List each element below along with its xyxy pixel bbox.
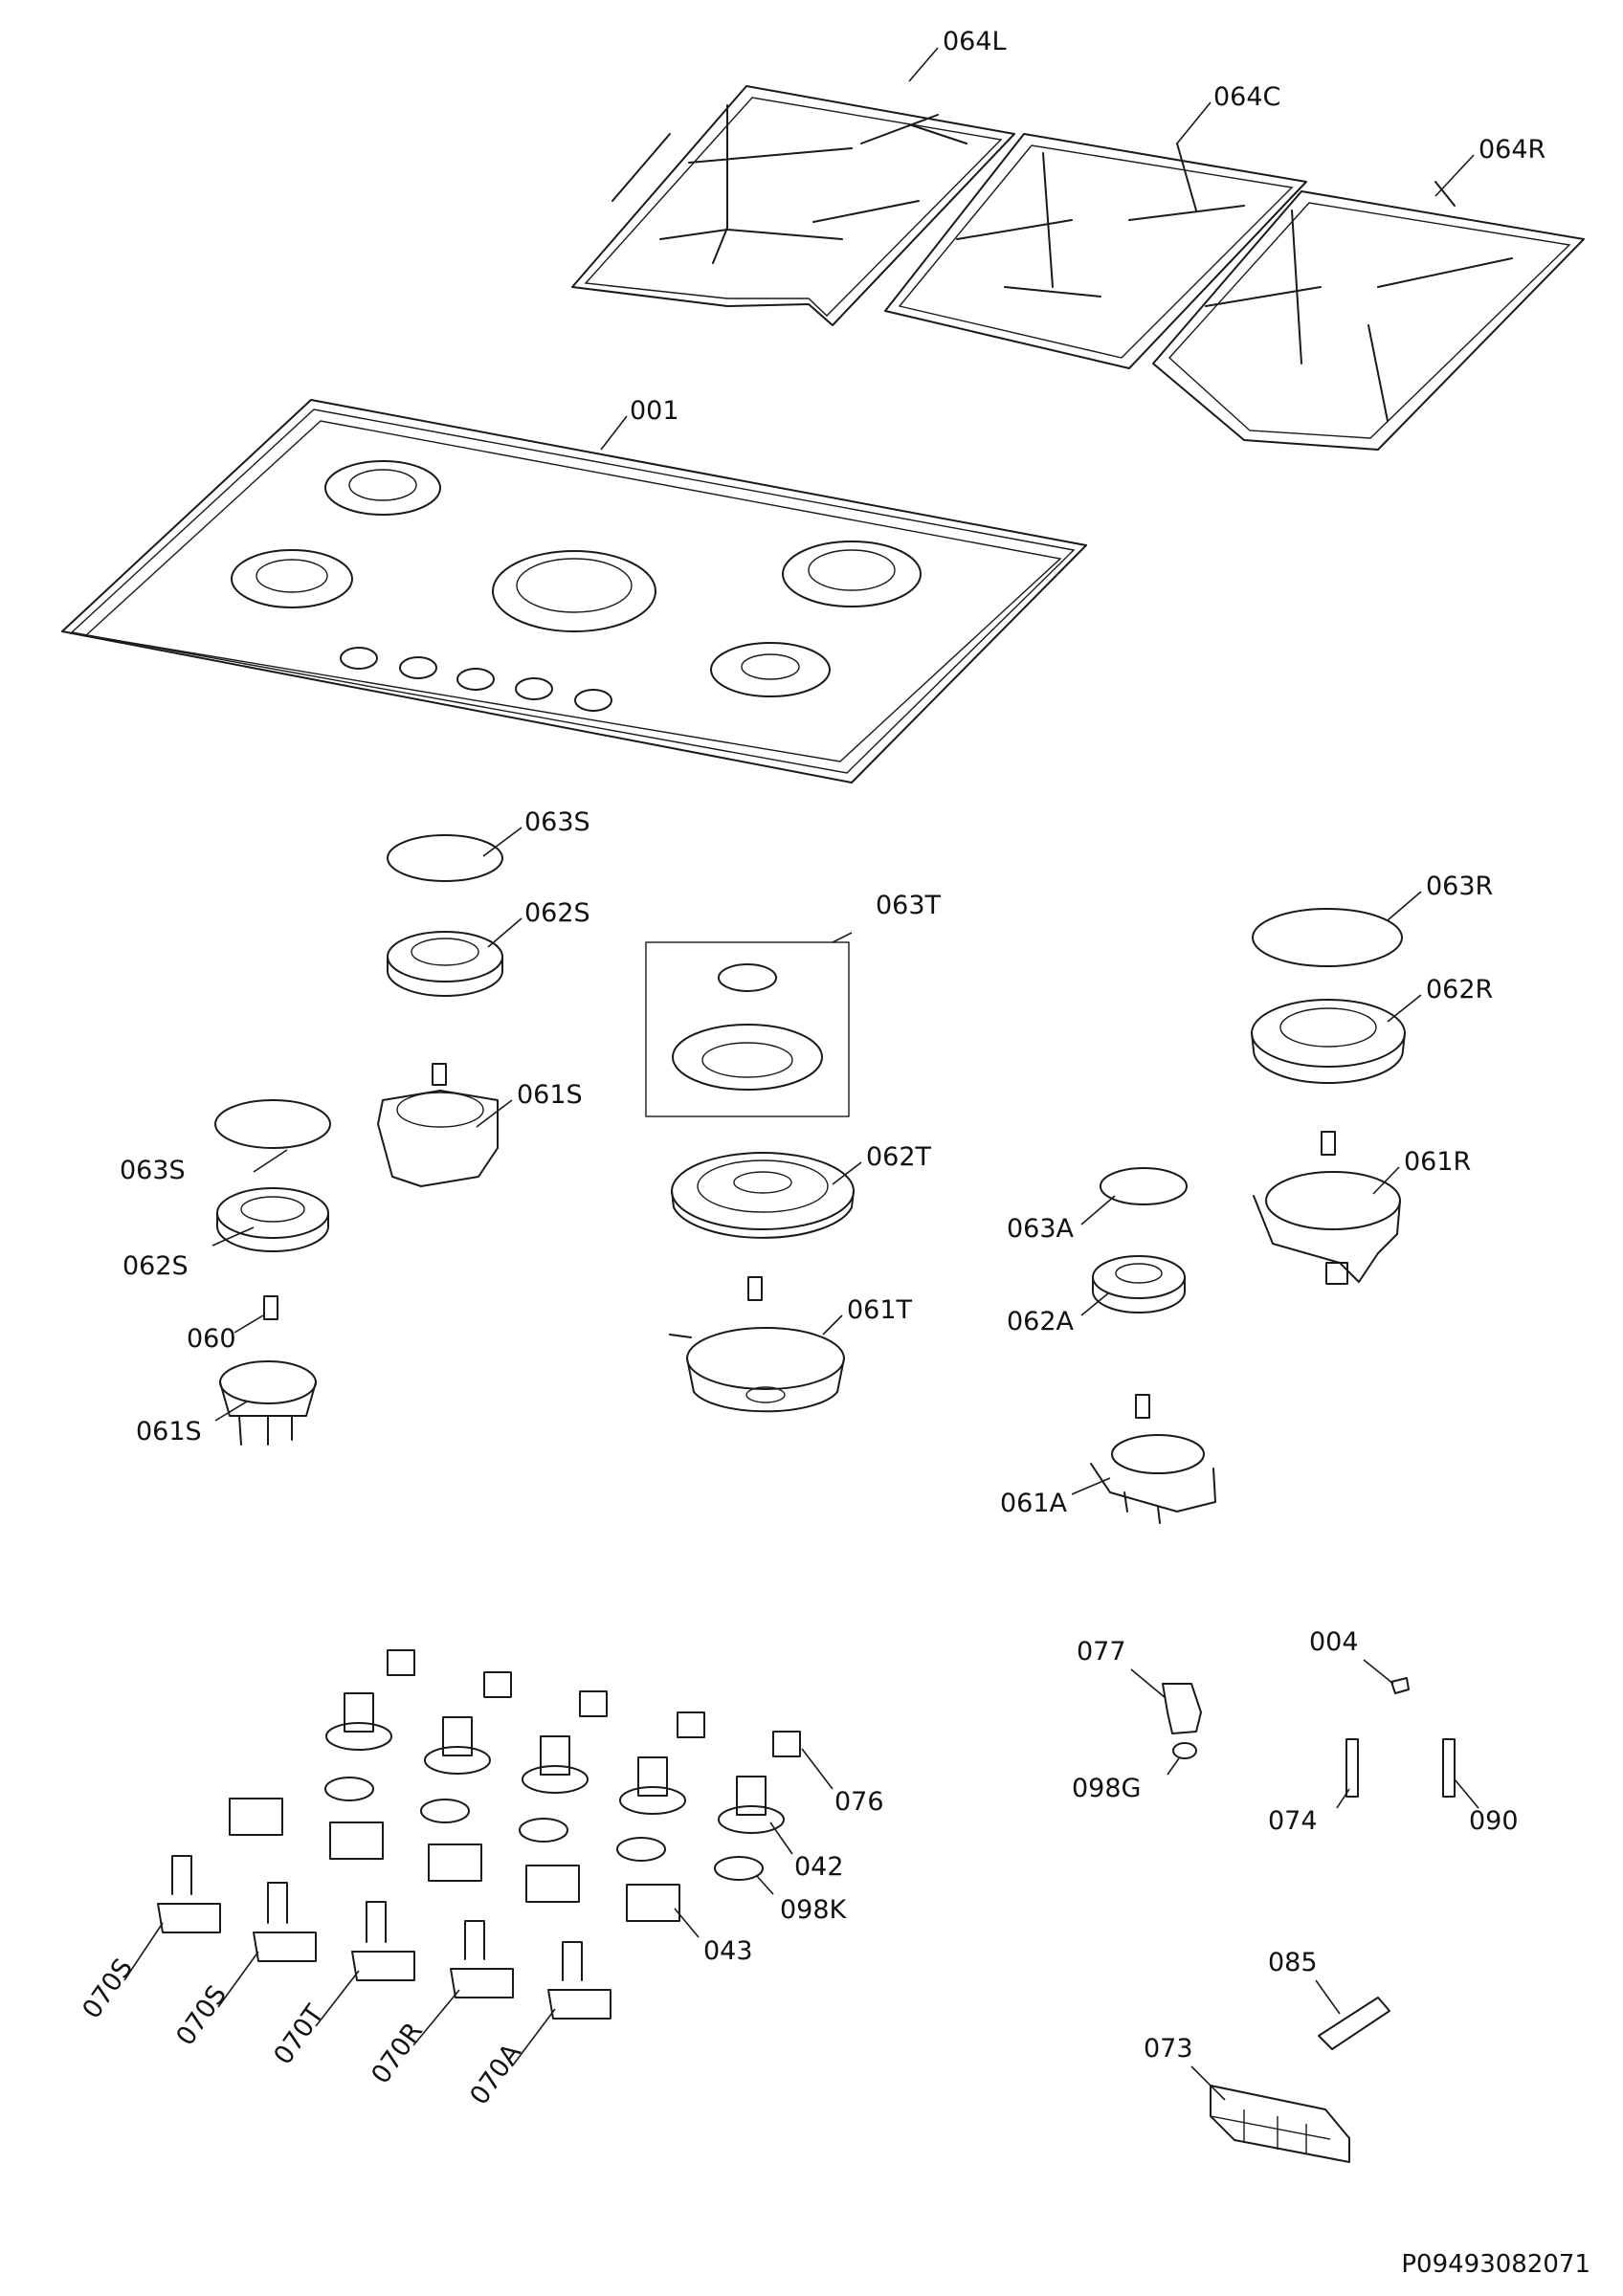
label-063T: 063T [876,891,942,920]
label-004: 004 [1309,1627,1359,1657]
label-064C: 064C [1213,82,1280,112]
label-061S-upper: 061S [517,1080,583,1110]
burner-body-061s-lower [219,1360,317,1446]
label-063S-upper: 063S [524,807,590,837]
label-061S-lower: 061S [136,1417,202,1446]
label-062R: 062R [1426,975,1493,1004]
thermocouple-074 [1345,1738,1359,1798]
injector-061t [747,1276,763,1301]
hob-top-plate [61,399,1087,784]
label-070R: 070R [366,2018,429,2089]
label-061A: 061A [1000,1489,1068,1518]
label-062S-lower: 062S [122,1251,189,1281]
spark-plug-090 [1442,1738,1456,1798]
clip-004 [1390,1677,1410,1694]
label-060: 060 [187,1324,236,1354]
control-knobs-042 [325,1692,785,1834]
gas-taps-070 [157,1855,611,2020]
label-062T: 062T [866,1142,932,1172]
ignition-module-073 [1210,2085,1350,2163]
pan-support-left [571,85,1015,326]
label-063A: 063A [1007,1214,1075,1244]
injector-061r [1321,1131,1336,1156]
label-061T: 061T [847,1295,913,1325]
label-098G: 098G [1072,1774,1141,1803]
burner-cap-063a [1100,1167,1188,1205]
burner-crown-062s-upper [387,931,503,997]
label-070A: 070A [464,2038,527,2110]
injector-060 [263,1295,278,1320]
burner-cap-063s-upper [387,834,503,882]
label-085: 085 [1268,1948,1318,1977]
burner-body-061t [669,1327,845,1413]
burner-crown-062s-lower [216,1187,329,1252]
label-090: 090 [1469,1806,1519,1836]
elbow-077 [1162,1683,1202,1734]
label-063R: 063R [1426,872,1493,901]
burner-body-061a [1090,1434,1216,1524]
pan-support-center [884,133,1307,369]
injector-061a [1135,1394,1150,1419]
burner-crown-062a [1092,1255,1186,1314]
spark-generator-clip-085 [1318,1997,1390,2050]
part-labels: 064L 064C 064R 001 063S 062S 063T 063R 0… [77,27,1590,2279]
document-number: P09493082071 [1401,2250,1590,2279]
pan-support-right [1152,181,1585,451]
label-073: 073 [1144,2034,1193,2064]
wok-cap-063t-box [645,941,850,1117]
leader-lines [123,47,1479,2101]
burner-body-061r [1253,1171,1401,1285]
label-001: 001 [630,396,679,426]
seal-098g [1172,1742,1197,1759]
burner-cap-063r [1252,908,1403,967]
label-077: 077 [1077,1637,1126,1667]
label-042: 042 [794,1852,844,1882]
burner-body-061s-upper [377,1063,499,1187]
burner-crown-062r [1251,999,1406,1084]
label-070S-second: 070S [170,1980,233,2051]
label-063S-lower: 063S [120,1156,186,1185]
label-064L: 064L [943,27,1007,56]
label-062S-upper: 062S [524,898,590,928]
label-043: 043 [703,1936,753,1966]
label-070T: 070T [268,1999,330,2070]
label-098K: 098K [780,1895,848,1925]
label-070S-first: 070S [77,1954,139,2024]
burner-cap-063s-lower [214,1099,331,1149]
label-074: 074 [1268,1806,1318,1836]
knob-clips-076 [387,1649,801,1757]
seal-rings-098k [324,1777,764,1881]
label-061R: 061R [1404,1147,1471,1177]
microswitches-043 [229,1798,680,1922]
label-064R: 064R [1478,135,1545,165]
triple-crown-burner-062t [671,1152,855,1239]
label-076: 076 [834,1787,884,1817]
label-062A: 062A [1007,1307,1075,1336]
